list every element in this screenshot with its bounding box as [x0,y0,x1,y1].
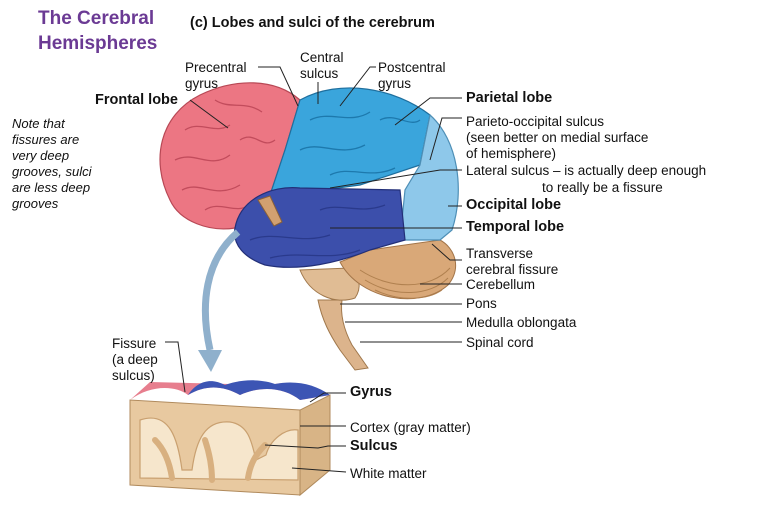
label-transverse-fissure-line-1: Transverse [466,246,534,261]
title-line-2: Hemispheres [38,33,158,54]
label-postcentral-gyrus-line-2: gyrus [378,76,412,91]
label-sulcus: Sulcus [350,438,398,454]
label-fissure-line-3: sulcus) [112,368,155,383]
title-line-1: The Cerebral [38,8,155,29]
label-fissure: Fissure (a deep sulcus) [112,336,158,384]
label-lateral-sulcus-line-1: Lateral sulcus – is actually deep enough [466,163,707,178]
label-temporal-lobe: Temporal lobe [466,219,565,235]
label-precentral-gyrus-line-2: gyrus [185,76,219,91]
label-frontal-lobe: Frontal lobe [95,92,178,108]
label-cerebellum: Cerebellum [466,277,536,292]
note-line-6: grooves [12,196,59,211]
spinal-cord-shape [317,299,369,371]
diagram-subtitle: (c) Lobes and sulci of the cerebrum [190,15,435,31]
label-postcentral-gyrus: Postcentral gyrus [378,60,446,92]
label-white-matter: White matter [350,466,427,481]
insula-tab-shape [257,195,283,227]
label-parieto-occipital-line-1: Parieto-occipital sulcus [466,114,605,129]
label-fissure-line-1: Fissure [112,336,157,351]
label-central-sulcus-line-1: Central [300,50,344,65]
label-transverse-fissure: Transverse cerebral fissure [466,246,558,278]
label-parietal-lobe: Parietal lobe [466,90,553,106]
page-title: The Cerebral Hemispheres [38,6,157,56]
label-lateral-sulcus-line-2: to really be a fissure [542,180,663,195]
label-parieto-occipital-line-3: of hemisphere) [466,146,557,161]
label-postcentral-gyrus-line-1: Postcentral [378,60,446,75]
occipital-lobe-shape [399,113,459,241]
temporal-lobe-shape [234,187,406,268]
cortex-cross-section [129,380,331,497]
label-pons: Pons [466,296,497,311]
side-note: Note that fissures are very deep grooves… [12,116,122,212]
label-central-sulcus-line-2: sulcus [300,66,339,81]
label-spinal-cord: Spinal cord [466,335,534,350]
note-line-3: very deep [12,148,70,163]
label-transverse-fissure-line-2: cerebral fissure [466,262,559,277]
note-line-5: are less deep [12,180,91,195]
note-line-2: fissures are [12,132,80,147]
label-fissure-line-2: (a deep [112,352,158,367]
zoom-arrow [201,229,241,351]
note-line-1: Note that [12,116,65,131]
label-parieto-occipital-sulcus: Parieto-occipital sulcus (seen better on… [466,114,648,162]
label-gyrus: Gyrus [350,384,392,400]
note-line-4: grooves, sulci [12,164,92,179]
label-medulla-oblongata: Medulla oblongata [466,315,577,330]
label-precentral-gyrus: Precentral gyrus [185,60,247,92]
label-precentral-gyrus-line-1: Precentral [185,60,247,75]
label-cortex: Cortex (gray matter) [350,420,471,435]
label-parieto-occipital-line-2: (seen better on medial surface [466,130,649,145]
label-occipital-lobe: Occipital lobe [466,197,562,213]
label-central-sulcus: Central sulcus [300,50,344,82]
